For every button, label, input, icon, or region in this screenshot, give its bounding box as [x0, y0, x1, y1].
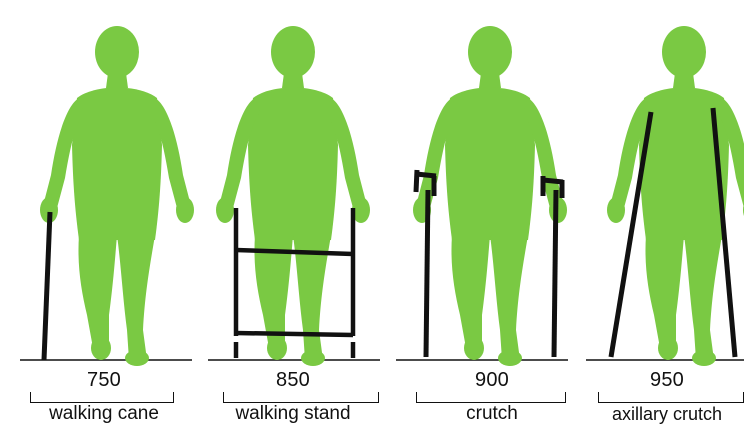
- width-value: 950: [590, 370, 744, 390]
- width-value: 750: [24, 370, 184, 390]
- width-bracket: [223, 391, 379, 403]
- panel-label-3: 900 crutch: [412, 370, 572, 424]
- person-figure-2: [216, 26, 370, 366]
- panel-label-2: 850 walking stand: [213, 370, 373, 424]
- device-name: walking stand: [213, 403, 373, 425]
- width-bracket: [416, 391, 566, 403]
- device-name: axillary crutch: [590, 403, 744, 425]
- width-value: 900: [412, 370, 572, 390]
- width-bracket: [598, 391, 744, 403]
- panel-label-1: 750 walking cane: [24, 370, 184, 424]
- device-name: crutch: [412, 403, 572, 425]
- person-figure-1: [40, 26, 194, 366]
- width-value: 850: [213, 370, 373, 390]
- panel-label-4: 950 axillary crutch: [590, 370, 744, 424]
- width-bracket: [30, 391, 174, 403]
- device-name: walking cane: [24, 403, 184, 425]
- person-figure-4: [607, 26, 744, 366]
- walking-cane-icon: [44, 212, 50, 360]
